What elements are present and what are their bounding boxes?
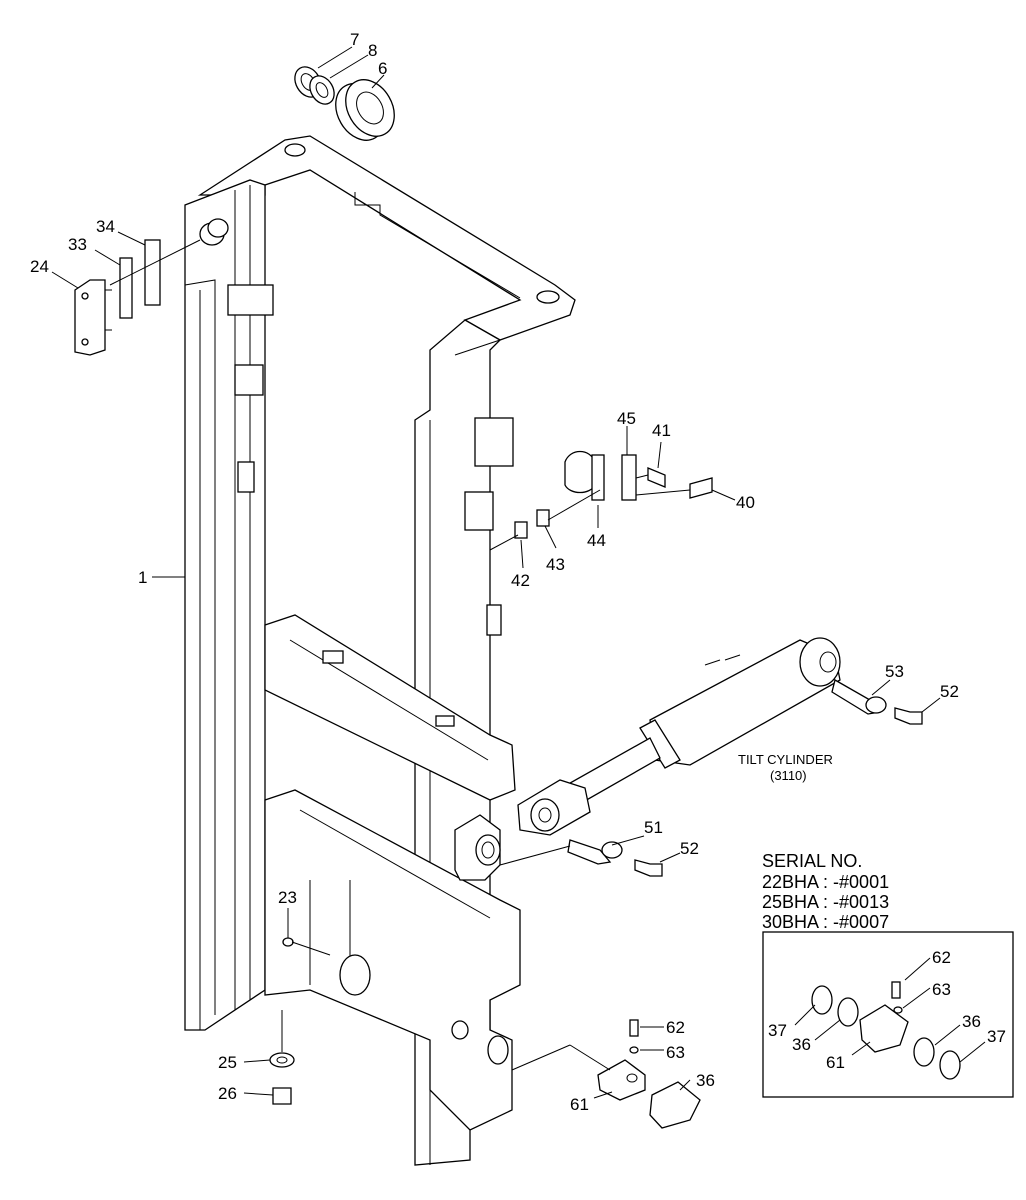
hose-clamp-assembly [489,450,713,551]
label-44: 44 [587,531,606,550]
label-41: 41 [652,421,671,440]
serial-line-25bha: 25BHA : -#0013 [762,892,889,912]
label-62: 62 [666,1018,685,1037]
label-43: 43 [546,555,565,574]
serial-line-22bha: 22BHA : -#0001 [762,872,889,892]
serial-title: SERIAL NO. [762,851,862,871]
tilt-cylinder-label: TILT CYLINDER [738,752,833,767]
label-45: 45 [617,409,636,428]
label-25: 25 [218,1053,237,1072]
inset-label-37a: 37 [768,1021,787,1040]
label-24: 24 [30,257,49,276]
label-26: 26 [218,1084,237,1103]
label-23: 23 [278,888,297,907]
label-61: 61 [570,1095,589,1114]
label-36: 36 [696,1071,715,1090]
inset-label-62: 62 [932,948,951,967]
tilt-cylinder [499,637,923,877]
label-53: 53 [885,662,904,681]
inset-label-37b: 37 [987,1027,1006,1046]
inset-label-63: 63 [932,980,951,999]
label-33: 33 [68,235,87,254]
label-7: 7 [350,30,359,49]
label-8: 8 [368,41,377,60]
side-block-assembly [74,239,201,356]
label-42: 42 [511,571,530,590]
label-40: 40 [736,493,755,512]
bearing-assembly [294,66,395,141]
label-51: 51 [644,818,663,837]
mast-frame [184,135,576,1166]
label-1: 1 [138,568,147,587]
leader-lines [51,46,986,1099]
lower-pin-assembly [511,1019,701,1129]
label-52b: 52 [680,839,699,858]
part-labels: 7 8 6 34 33 24 1 45 41 40 44 43 42 53 52… [30,30,1006,1114]
label-52a: 52 [940,682,959,701]
label-6: 6 [378,59,387,78]
label-34: 34 [96,217,115,236]
inset-label-36b: 36 [962,1012,981,1031]
inset-label-36a: 36 [792,1035,811,1054]
label-63: 63 [666,1043,685,1062]
tilt-cylinder-code: (3110) [770,768,807,783]
serial-line-30bha: 30BHA : -#0007 [762,912,889,932]
serial-inset [762,931,1014,1098]
inset-label-61: 61 [826,1053,845,1072]
